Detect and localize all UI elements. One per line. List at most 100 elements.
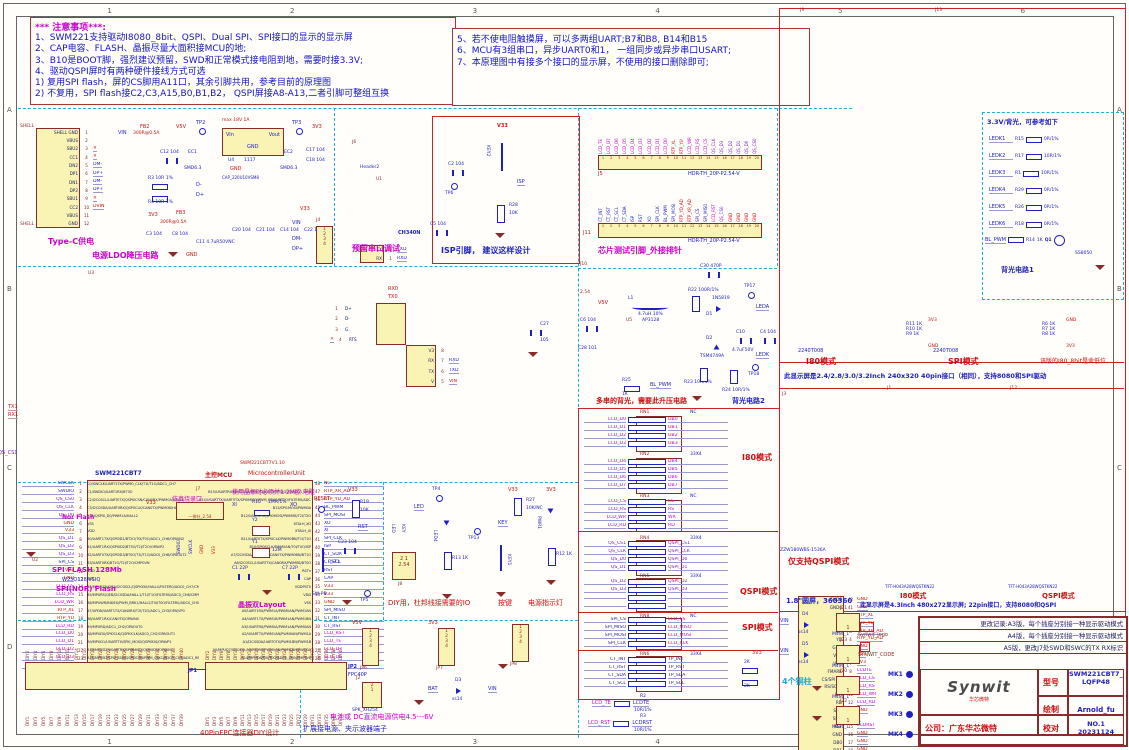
d3[interactable]: D3 [455, 678, 462, 683]
r19[interactable]: R19 [360, 500, 369, 505]
mounting-hole[interactable]: MK3 [888, 704, 913, 724]
y2-crystal[interactable]: Y2 [252, 518, 258, 523]
r28[interactable]: R28 [509, 203, 518, 208]
j7-header[interactable]: 一排针_2.54 [176, 502, 224, 520]
j8-header[interactable]: 2 1 2.54 [392, 552, 416, 580]
mounting-hole[interactable]: MK2 [888, 684, 913, 704]
fb3[interactable]: FB3 [176, 210, 186, 216]
fpc1-connector[interactable] [25, 662, 189, 690]
c2[interactable]: C2 104 [448, 162, 465, 167]
jp8-ref: JP8 [510, 662, 517, 667]
r16[interactable]: R16 [252, 500, 261, 505]
c17[interactable]: C17 104 [306, 148, 325, 153]
c6[interactable]: C6 104 [580, 318, 597, 323]
resistor-icon[interactable] [1023, 170, 1039, 177]
r4[interactable]: R4 10R 1% [148, 200, 173, 205]
r12[interactable]: R12 1K [556, 552, 573, 557]
c21[interactable]: C21 104 [256, 228, 275, 233]
c23[interactable]: C23 104 [338, 540, 357, 545]
rst1-button-icon[interactable] [322, 548, 324, 572]
j20-mount[interactable]: 1 [836, 676, 860, 695]
r2-icon[interactable] [613, 700, 630, 707]
c7[interactable]: C7 22P [282, 566, 298, 571]
r23[interactable]: R23 10R/1% [684, 380, 712, 385]
resistor-icon[interactable] [1025, 153, 1042, 160]
tp6-pad[interactable] [451, 183, 458, 190]
fpc2-connector[interactable] [205, 662, 347, 690]
ldo-1117[interactable]: Vin Vout GND [222, 128, 284, 156]
ec2[interactable]: EC2 [284, 150, 293, 155]
c28[interactable]: C28 101 [578, 346, 597, 351]
rst1-button[interactable]: RST1 [328, 560, 340, 565]
r14-icon[interactable] [1008, 237, 1024, 243]
d2[interactable]: D2 [706, 336, 713, 341]
key1-button[interactable]: KEY1 [506, 554, 511, 566]
r27[interactable]: R27 [526, 498, 535, 503]
tp5-pad[interactable] [364, 590, 371, 597]
r25[interactable]: R25 [622, 378, 631, 383]
c8[interactable]: C8 104 [172, 232, 189, 237]
reset-tp-pad[interactable] [318, 506, 325, 513]
tp18-pad[interactable] [752, 364, 759, 371]
l1[interactable]: L1 [628, 296, 634, 301]
c4[interactable]: C4 104 [760, 330, 777, 335]
c11[interactable]: C11 4.7uR50VNC [196, 240, 235, 245]
c12[interactable]: C12 104 [160, 150, 179, 155]
c1[interactable]: C1 22P [232, 566, 248, 571]
c18[interactable]: C18 104 [306, 158, 325, 163]
j21-mount[interactable]: 1 [836, 613, 860, 632]
key1-button-icon[interactable] [500, 545, 502, 571]
mounting-hole[interactable]: MK1 [888, 664, 913, 684]
d1[interactable]: D1 [706, 312, 713, 317]
tp17-pad[interactable] [748, 292, 755, 299]
tp3[interactable]: TP3 [292, 120, 302, 126]
y1-crystal[interactable]: Y1 [252, 540, 258, 545]
mounting-hole[interactable]: MK4 [888, 724, 913, 744]
resistor-icon[interactable] [1025, 204, 1042, 211]
tp2-pad[interactable] [199, 128, 206, 135]
pwr1-led[interactable]: PWR1 [536, 516, 541, 530]
gnd-symbol [546, 580, 556, 585]
d5[interactable]: D5 [802, 642, 809, 647]
c30[interactable]: C30 470P [700, 264, 722, 269]
tp13-pad[interactable] [474, 528, 481, 535]
r3-icon[interactable] [613, 720, 630, 727]
d4[interactable]: D4 [802, 612, 809, 617]
ec1[interactable]: EC1 [188, 150, 197, 155]
resistor-icon[interactable] [1025, 187, 1042, 194]
r3[interactable]: R3 10R 1% [148, 176, 173, 181]
tp2[interactable]: TP2 [196, 120, 206, 126]
c10[interactable]: C10 [736, 330, 745, 335]
c3[interactable]: C3 104 [146, 232, 163, 237]
c22[interactable]: C22 104 [304, 228, 323, 233]
r24[interactable]: R24 10R/1% [722, 388, 750, 393]
r22[interactable]: R22 100R/1% [688, 288, 719, 293]
c5[interactable]: C5 104 [430, 222, 447, 227]
tp3-pad[interactable] [296, 128, 303, 135]
j23-mount[interactable]: 1 [836, 645, 860, 664]
c27[interactable]: C27 [540, 322, 549, 327]
resistor-icon[interactable] [1025, 136, 1042, 143]
c20[interactable]: C20 104 [232, 228, 251, 233]
r13[interactable]: R13 1K [452, 556, 469, 561]
j22-mount[interactable]: 1 [836, 706, 860, 725]
led4[interactable]: LED4 [432, 530, 437, 542]
resistor-icon[interactable] [1025, 221, 1042, 228]
tp4-pad[interactable] [436, 495, 443, 502]
key2-button[interactable]: KEY2 [485, 145, 490, 157]
fb2[interactable]: FB2 [140, 124, 150, 130]
q1[interactable]: Q1 [1044, 237, 1052, 243]
c14[interactable]: C14 104 [280, 228, 299, 233]
